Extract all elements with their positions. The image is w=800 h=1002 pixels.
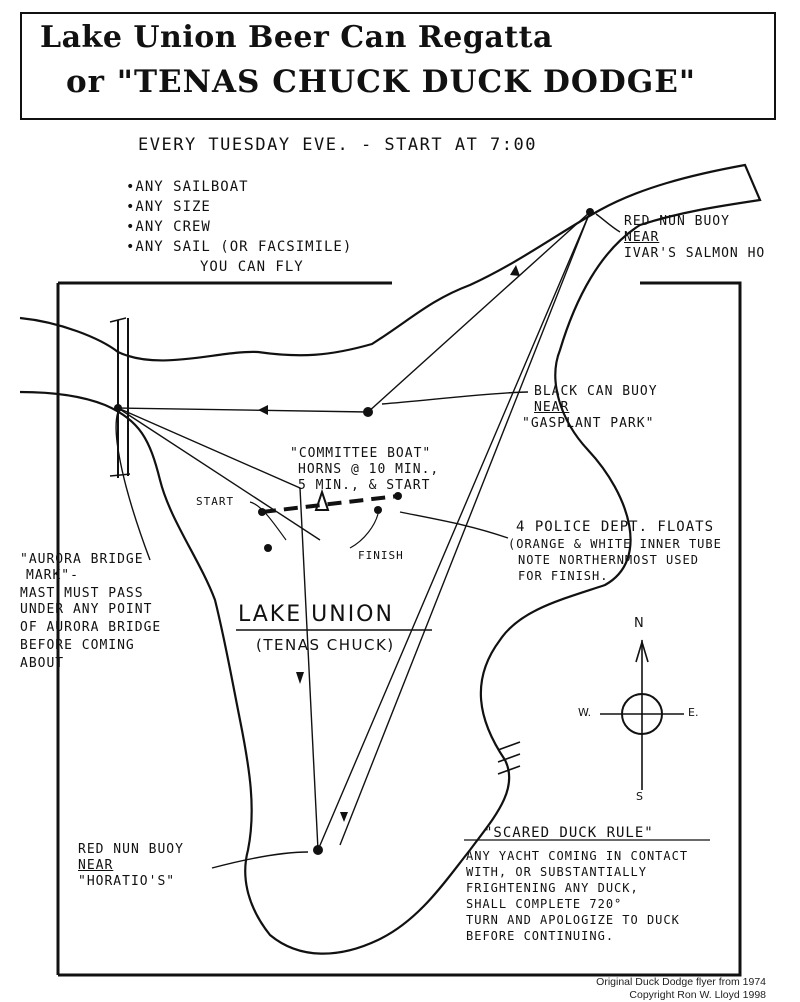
- buoy-marker: [313, 845, 323, 855]
- rule-item: •ANY SAILBOAT: [126, 179, 249, 195]
- title-line-2: or "TENAS CHUCK DUCK DODGE": [66, 64, 696, 100]
- schedule-text: EVERY TUESDAY EVE. - START AT 7:00: [138, 135, 537, 155]
- compass-west-label: W.: [578, 706, 592, 719]
- course-arrow: [296, 672, 304, 684]
- compass-south-label: S: [636, 790, 643, 803]
- pointer-line: [381, 391, 529, 405]
- rule-item: •ANY SAIL (OR FACSIMILE): [126, 239, 353, 255]
- course-arrow: [340, 812, 348, 822]
- float-marker: [258, 508, 266, 516]
- map-frame: [56, 281, 742, 977]
- finish-label: FINISH: [358, 549, 404, 562]
- start-line: [261, 494, 399, 514]
- rule-item: •ANY CREW: [126, 219, 211, 235]
- float-marker: [394, 492, 402, 500]
- float-marker: [264, 544, 272, 552]
- title-line-1: Lake Union Beer Can Regatta: [40, 20, 553, 55]
- compass-north-label: N: [634, 616, 644, 631]
- tenas-chuck-label: (TENAS CHUCK): [256, 636, 395, 654]
- buoy-marker: [586, 208, 594, 216]
- pointer-line: [399, 511, 509, 539]
- pointer-line: [115, 411, 151, 561]
- committee-boat-icon: [314, 488, 330, 511]
- lake-union-label: LAKE UNION: [238, 602, 394, 627]
- course-arrow: [258, 405, 268, 415]
- compass-icon: [600, 639, 684, 790]
- course-arrow: [510, 265, 520, 276]
- buoy-marker: [363, 407, 373, 417]
- rule-item: •ANY SIZE: [126, 199, 211, 215]
- float-marker: [374, 506, 382, 514]
- course-line: [117, 407, 321, 541]
- course-line: [117, 211, 591, 851]
- course-line: [339, 211, 591, 846]
- buoy-marker: [114, 404, 122, 412]
- pointer-line: [595, 213, 621, 233]
- pointer-line: [211, 851, 309, 869]
- shoreline: [19, 163, 762, 955]
- title-box: [20, 12, 776, 120]
- scared-duck-title: "SCARED DUCK RULE": [484, 825, 654, 841]
- rule-item: YOU CAN FLY: [200, 259, 304, 275]
- shoreline-detail: [497, 741, 521, 775]
- compass-east-label: E.: [688, 706, 699, 719]
- start-label: START: [196, 495, 235, 508]
